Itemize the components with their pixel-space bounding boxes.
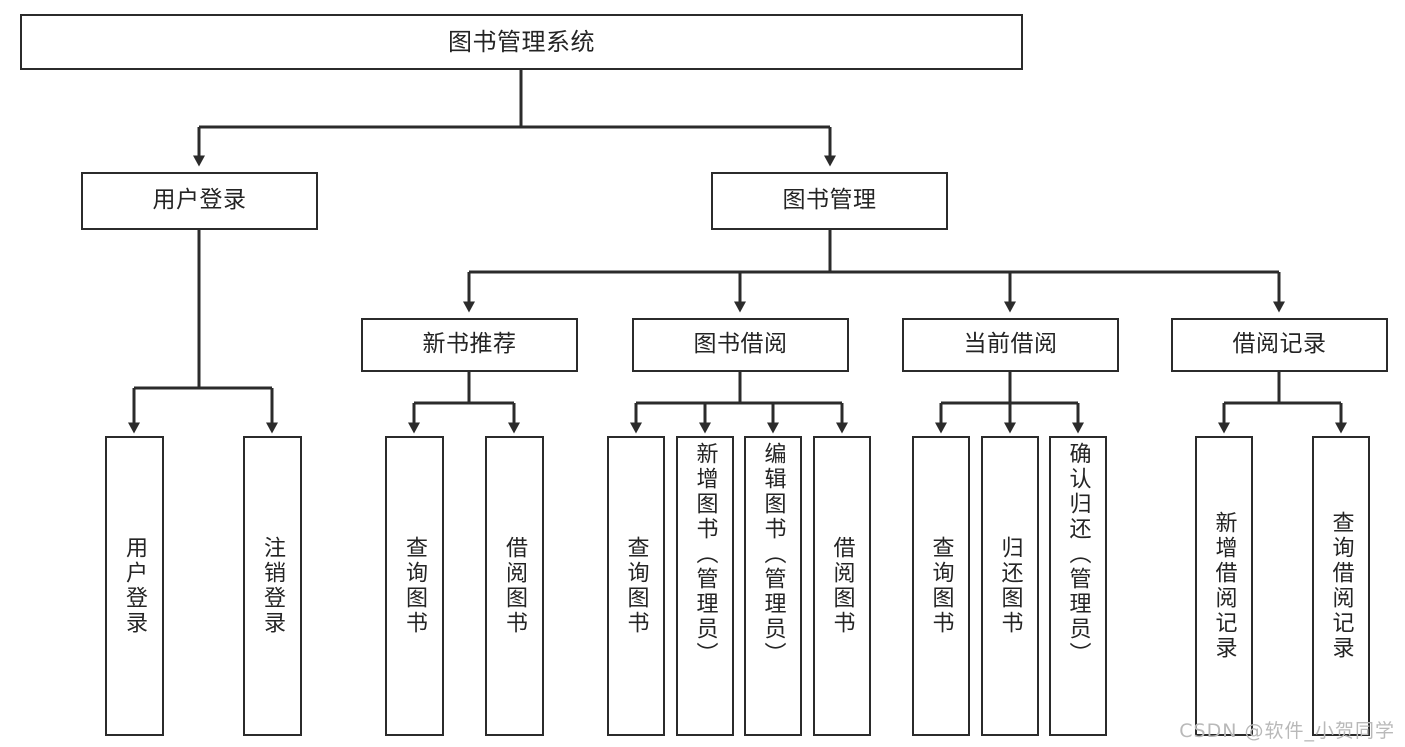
node-label: 新增借阅记录 [1211, 511, 1237, 661]
node-current-borrowing[interactable]: 当前借阅 [902, 318, 1119, 372]
leaf-user-login[interactable]: 用户登录 [105, 436, 164, 736]
csdn-watermark: CSDN @软件_小贺同学 [1179, 720, 1395, 742]
node-new-book-recommendation[interactable]: 新书推荐 [361, 318, 578, 372]
node-book-management[interactable]: 图书管理 [711, 172, 948, 230]
node-label: 借阅图书 [829, 536, 855, 636]
leaf-query-book-under-new-book-recommendation[interactable]: 查询图书 [385, 436, 444, 736]
leaf-edit-book-admin[interactable]: 编辑图书（管理员） [744, 436, 802, 736]
node-label: 查询图书 [402, 536, 428, 636]
node-label: 编辑图书（管理员） [760, 442, 786, 667]
node-root-book-management-system[interactable]: 图书管理系统 [20, 14, 1023, 70]
leaf-query-book-under-current-borrowing[interactable]: 查询图书 [912, 436, 970, 736]
node-label: 注销登录 [260, 536, 286, 636]
node-label: 图书借阅 [693, 331, 788, 358]
node-label: 借阅图书 [502, 536, 528, 636]
leaf-add-book-admin[interactable]: 新增图书（管理员） [676, 436, 734, 736]
node-label: 借阅记录 [1232, 331, 1327, 358]
leaf-query-borrowing-record[interactable]: 查询借阅记录 [1312, 436, 1370, 736]
leaf-confirm-return-admin[interactable]: 确认归还（管理员） [1049, 436, 1107, 736]
node-label: 新书推荐 [422, 331, 517, 358]
node-user-login[interactable]: 用户登录 [81, 172, 318, 230]
leaf-borrow-book-under-new-book-recommendation[interactable]: 借阅图书 [485, 436, 544, 736]
node-label: 当前借阅 [963, 331, 1058, 358]
leaf-logout[interactable]: 注销登录 [243, 436, 302, 736]
node-book-borrowing[interactable]: 图书借阅 [632, 318, 849, 372]
node-label: 新增图书（管理员） [692, 442, 718, 667]
leaf-add-borrowing-record[interactable]: 新增借阅记录 [1195, 436, 1253, 736]
node-label: 确认归还（管理员） [1065, 442, 1091, 667]
node-label: 图书管理系统 [448, 27, 595, 56]
leaf-borrow-book-under-book-borrowing[interactable]: 借阅图书 [813, 436, 871, 736]
node-borrowing-record[interactable]: 借阅记录 [1171, 318, 1388, 372]
leaf-query-book-under-book-borrowing[interactable]: 查询图书 [607, 436, 665, 736]
node-label: 查询借阅记录 [1328, 511, 1354, 661]
leaf-return-book[interactable]: 归还图书 [981, 436, 1039, 736]
node-label: 查询图书 [928, 536, 954, 636]
node-label: 归还图书 [997, 536, 1023, 636]
node-label: 图书管理 [782, 187, 877, 214]
node-label: 查询图书 [623, 536, 649, 636]
node-label: 用户登录 [122, 536, 148, 636]
node-label: 用户登录 [152, 187, 247, 214]
